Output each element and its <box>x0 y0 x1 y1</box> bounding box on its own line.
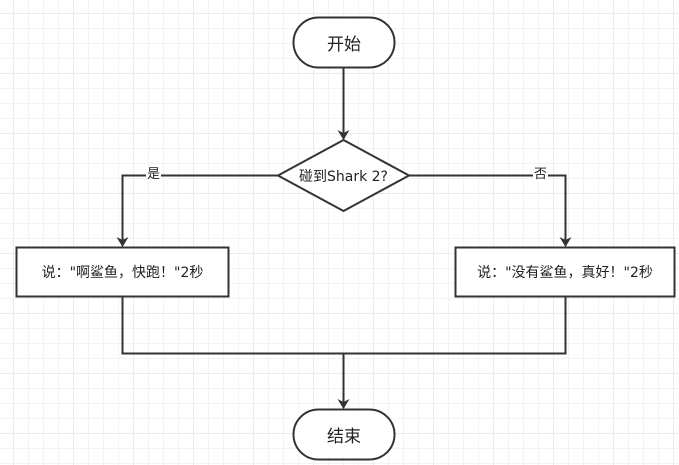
edge-yes-to-merge <box>121 297 344 355</box>
edge-decision-to-no <box>409 174 572 247</box>
start-terminal-shape <box>292 16 396 69</box>
edge-decision-to-yes <box>116 174 278 247</box>
edge-label-yes: 是 <box>146 167 162 182</box>
edge-no-to-merge <box>343 297 567 355</box>
end-terminal-shape <box>292 408 396 461</box>
edge-label-no: 否 <box>533 167 549 182</box>
yes-process-shape <box>15 246 230 298</box>
no-process-shape <box>454 246 676 298</box>
decision-diamond-shape <box>275 138 412 213</box>
